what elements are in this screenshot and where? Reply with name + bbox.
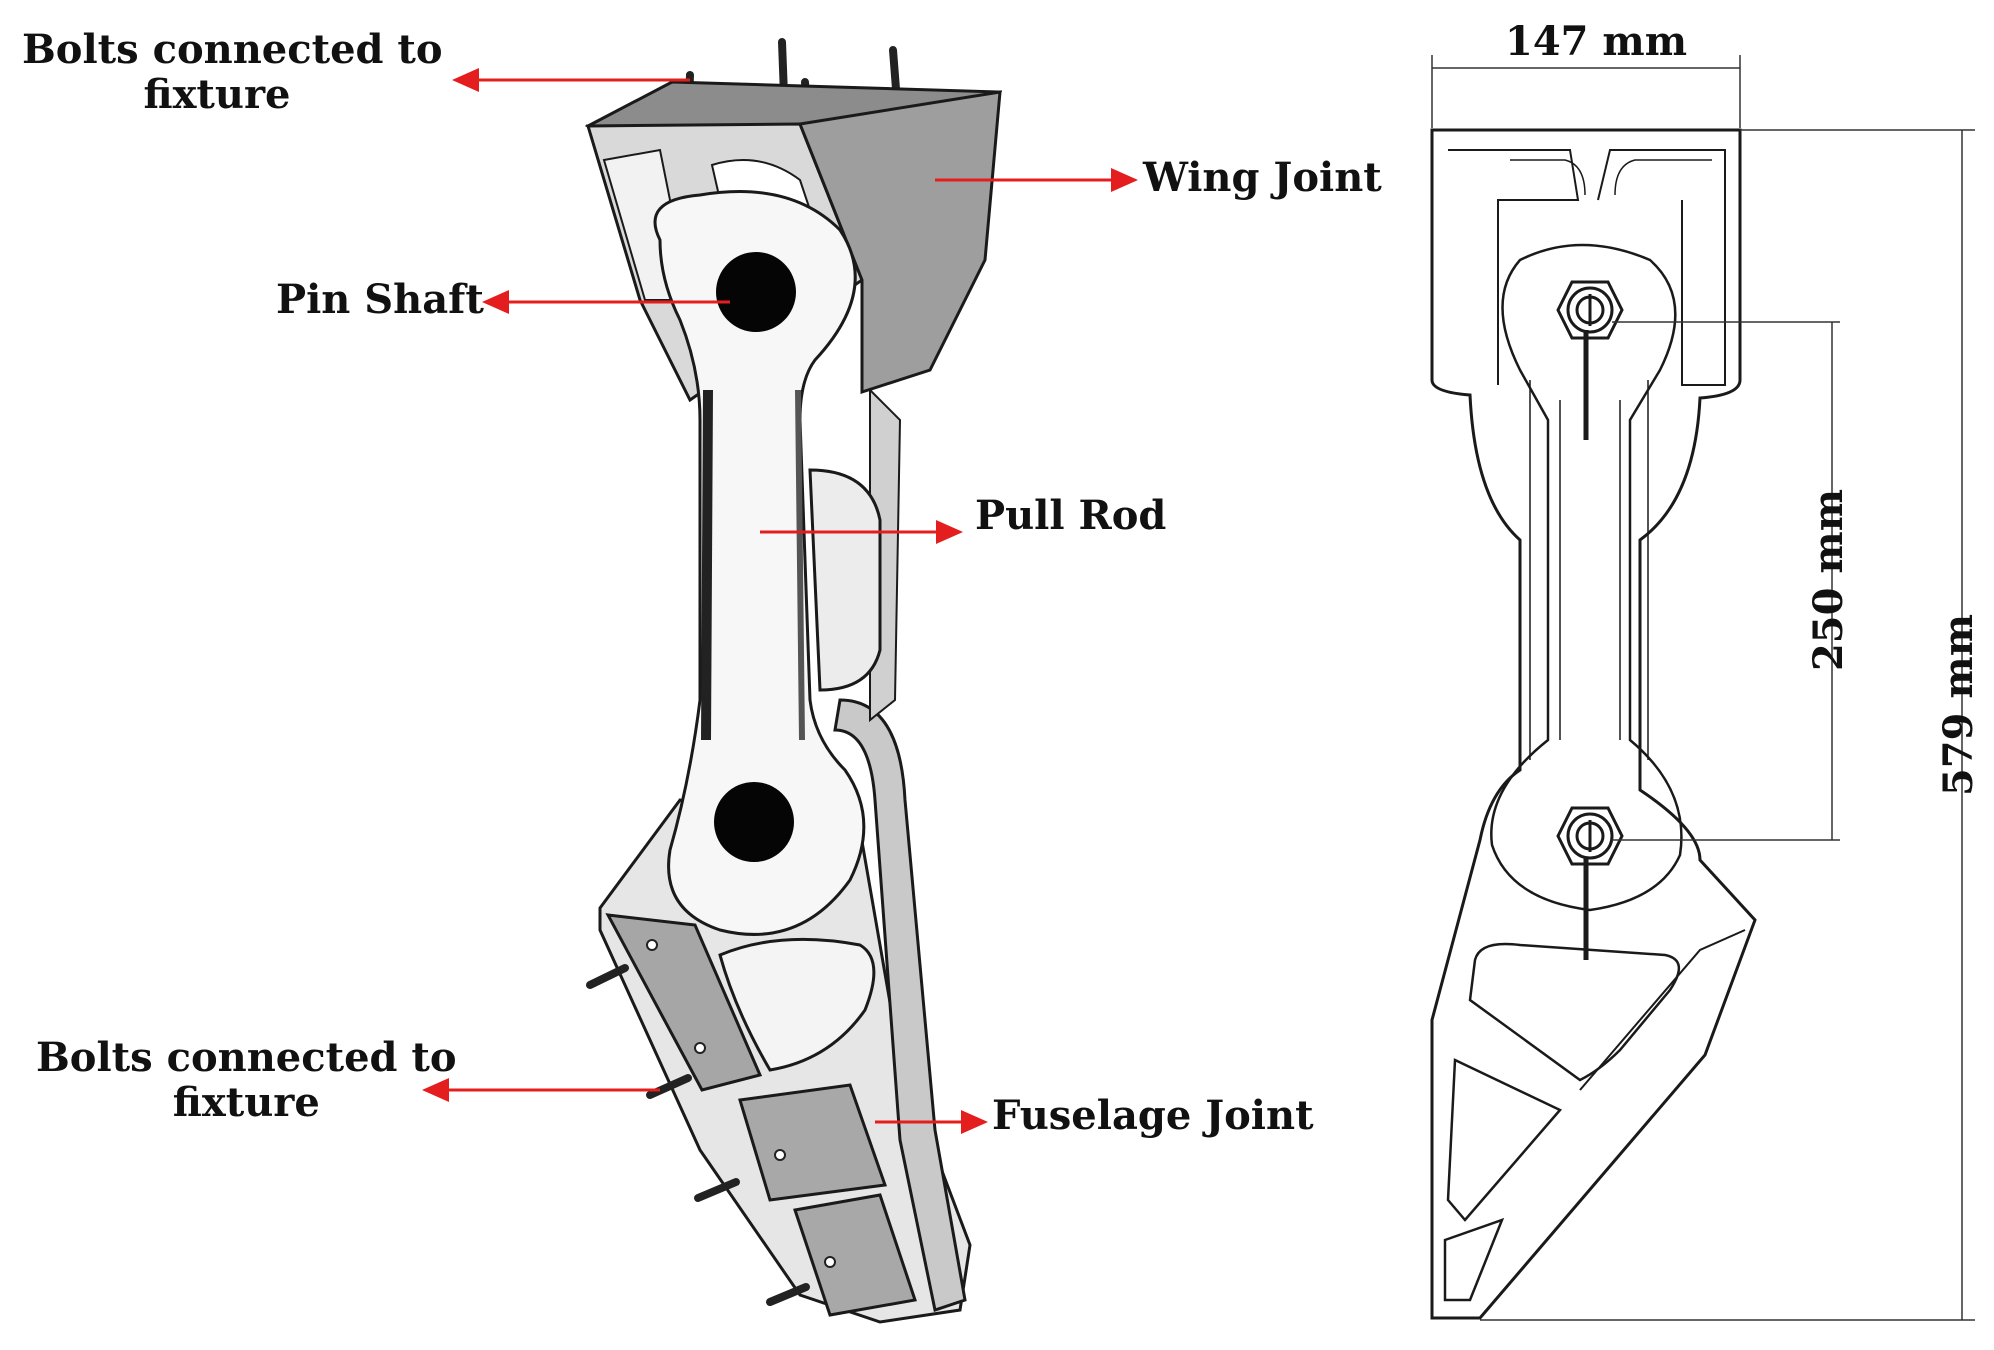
bolt [694, 1178, 740, 1202]
bolt [646, 1074, 692, 1099]
label-bolts-bottom: Bolts connected to fixture [36, 1034, 457, 1126]
front-view-drawing [1430, 55, 1975, 1321]
label-bolts-bottom-line2: fixture [172, 1078, 320, 1126]
isometric-view [422, 38, 1138, 1324]
pin-hole-top [716, 252, 796, 332]
bolt [586, 964, 629, 989]
wing-joint-part [584, 80, 1003, 403]
fuselage-joint-part [598, 698, 972, 1324]
label-fuselage-joint: Fuselage Joint [992, 1092, 1314, 1139]
pin-hole-bottom [714, 782, 794, 862]
bottom-bolts [586, 964, 810, 1306]
callout-arrows [422, 68, 1138, 1134]
dimension-pin-spacing: 250 mm [1805, 488, 1852, 672]
dimension-lines [1431, 55, 1975, 1321]
bolt [766, 1283, 810, 1306]
dimension-width: 147 mm [1505, 18, 1688, 65]
label-bolts-top-line1: Bolts connected to [22, 26, 443, 73]
label-bolts-top: Bolts connected to fixture [22, 26, 443, 118]
label-pull-rod: Pull Rod [975, 492, 1167, 539]
pull-rod-part [653, 190, 902, 936]
label-bolts-top-line2: fixture [143, 70, 291, 118]
dimension-overall-height: 579 mm [1935, 613, 1982, 797]
label-pin-shaft: Pin Shaft [276, 276, 484, 323]
label-bolts-bottom-line1: Bolts connected to [36, 1034, 457, 1081]
label-wing-joint: Wing Joint [1143, 154, 1382, 201]
